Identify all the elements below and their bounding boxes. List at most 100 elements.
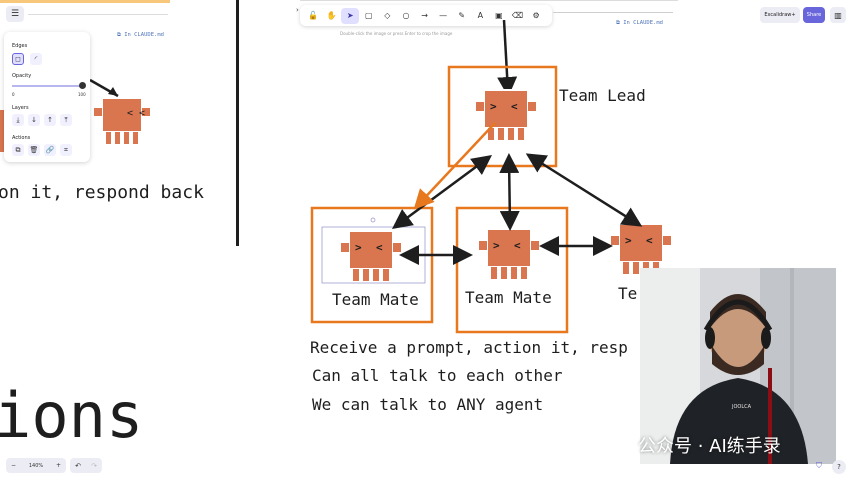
undo-redo-controls: ↶ ↷ bbox=[70, 458, 102, 473]
arrow-tool[interactable]: → bbox=[416, 8, 434, 24]
properties-panel: Edges ◻ ◜ Opacity 0 100 Layers ⤓ ↓ ↑ ⤒ A… bbox=[4, 32, 90, 162]
team-diagram: > < bbox=[310, 20, 672, 334]
line-icon: — bbox=[439, 11, 448, 20]
main-menu-button[interactable]: ☰ bbox=[6, 6, 24, 22]
left-divider bbox=[28, 14, 168, 15]
left-agent-icon: < < bbox=[94, 97, 150, 144]
send-backward-button[interactable]: ↓ bbox=[28, 114, 40, 126]
rectangle-tool[interactable]: ▢ bbox=[360, 8, 378, 24]
arrow-up-icon: ↑ bbox=[47, 116, 53, 124]
text-tool[interactable]: A bbox=[471, 8, 489, 24]
rectangle-icon: ▢ bbox=[365, 11, 373, 20]
crop-icon: ⌗ bbox=[64, 145, 68, 154]
bring-to-front-button[interactable]: ⤒ bbox=[60, 114, 72, 126]
team-mate-1-label: Team Mate bbox=[332, 290, 419, 309]
shield-icon[interactable]: ⛉ bbox=[816, 461, 822, 470]
line-tool[interactable]: — bbox=[434, 8, 452, 24]
lock-tool[interactable]: 🔓 bbox=[304, 8, 322, 24]
team-mate-1-box bbox=[310, 206, 434, 324]
extra-tools-icon: ⚙ bbox=[532, 11, 540, 20]
left-big-text: ions bbox=[0, 379, 144, 452]
left-partial-text: on it, respond back bbox=[0, 182, 204, 203]
webcam-presenter: JOOLCA bbox=[640, 268, 836, 464]
bring-to-front-icon: ⤒ bbox=[64, 115, 68, 124]
zoom-level[interactable]: 140% bbox=[28, 462, 44, 469]
crop-button[interactable]: ⌗ bbox=[60, 144, 72, 156]
opacity-slider-track[interactable] bbox=[12, 85, 84, 87]
vertical-divider-line bbox=[236, 0, 239, 246]
shape-toolbar: 🔓 ✋ ➤ ▢ ◇ ○ → — ✎ A ▣⌫ ⚙ bbox=[300, 5, 552, 26]
svg-text:< <: < < bbox=[127, 108, 145, 119]
delete-button[interactable]: 🗑 bbox=[28, 144, 40, 156]
team-mate-2-label: Team Mate bbox=[465, 288, 552, 307]
image-tool[interactable]: ▣ bbox=[490, 8, 508, 24]
watermark-text: 公众号 · AI练手录 bbox=[638, 436, 781, 457]
team-lead-label: Team Lead bbox=[559, 86, 646, 105]
lead-mate1-arrow bbox=[391, 155, 493, 229]
opacity-label: Opacity bbox=[12, 73, 32, 79]
diagram-line-1: Receive a prompt, action it, resp bbox=[310, 338, 628, 357]
text-icon: A bbox=[477, 11, 484, 20]
selection-icon: ➤ bbox=[346, 11, 354, 20]
claude-md-tag-right[interactable]: ⧉ In CLAUDE.md bbox=[616, 20, 663, 26]
ellipse-tool[interactable]: ○ bbox=[397, 8, 415, 24]
send-to-back-button[interactable]: ⤓ bbox=[12, 114, 24, 126]
send-to-back-icon: ⤓ bbox=[16, 115, 20, 124]
trash-icon: 🗑 bbox=[29, 146, 39, 154]
actions-label: Actions bbox=[12, 135, 31, 141]
hand-icon: ✋ bbox=[326, 11, 337, 20]
undo-icon[interactable]: ↶ bbox=[75, 461, 81, 470]
pencil-icon: ✎ bbox=[458, 11, 466, 20]
help-button[interactable]: ? bbox=[832, 460, 846, 474]
zoom-out-button[interactable]: − bbox=[11, 462, 17, 469]
hand-tool[interactable]: ✋ bbox=[323, 8, 341, 24]
eraser-tool[interactable]: ⌫ bbox=[509, 8, 527, 24]
claude-md-tag-left[interactable]: ⧉ In CLAUDE.md bbox=[117, 32, 164, 38]
right-guide-line bbox=[553, 12, 673, 13]
lead-mate2-arrow bbox=[499, 153, 520, 231]
edges-sharp-button[interactable]: ◻ bbox=[12, 53, 24, 65]
eraser-icon: ⌫ bbox=[511, 11, 524, 20]
opacity-max-label: 100 bbox=[78, 92, 86, 97]
lead-mate3-arrow bbox=[525, 153, 643, 227]
extra-tools-tool[interactable]: ⚙ bbox=[527, 8, 545, 24]
collapse-chevron-icon[interactable]: › bbox=[296, 6, 299, 14]
duplicate-button[interactable]: ⧉ bbox=[12, 144, 24, 156]
help-icon: ? bbox=[837, 463, 841, 471]
zoom-in-button[interactable]: + bbox=[55, 462, 61, 469]
edges-label: Edges bbox=[12, 43, 28, 49]
layers-label: Layers bbox=[12, 105, 29, 111]
team-mate-1-agent bbox=[340, 230, 402, 282]
share-button[interactable]: Share bbox=[803, 7, 825, 23]
hamburger-icon: ☰ bbox=[10, 9, 20, 19]
shirt-text: JOOLCA bbox=[731, 404, 752, 410]
left-top-highlight bbox=[0, 0, 170, 3]
pencil-tool[interactable]: ✎ bbox=[453, 8, 471, 24]
redo-icon[interactable]: ↷ bbox=[91, 461, 97, 470]
sidebar-toggle-button[interactable]: ▥ bbox=[830, 7, 846, 23]
zoom-controls: − 140% + bbox=[6, 458, 66, 473]
right-top-line bbox=[300, 0, 678, 1]
watermark: 公众号 · AI练手录 bbox=[612, 432, 781, 458]
team-mate-2-agent bbox=[478, 228, 540, 280]
edges-round-button[interactable]: ◜ bbox=[30, 53, 42, 65]
bring-forward-button[interactable]: ↑ bbox=[44, 114, 56, 126]
team-mate-3-label: Te bbox=[618, 284, 638, 303]
selection-tool[interactable]: ➤ bbox=[341, 7, 360, 24]
diagram-line-3: We can talk to ANY agent bbox=[312, 395, 544, 414]
sharp-corner-icon: ◻ bbox=[15, 55, 21, 63]
left-arrowhead bbox=[108, 87, 118, 96]
link-icon: 🔗 bbox=[45, 146, 55, 154]
orange-arrow bbox=[413, 122, 496, 210]
diamond-icon: ◇ bbox=[384, 11, 391, 20]
link-button[interactable]: 🔗 bbox=[44, 144, 56, 156]
wechat-logo-icon bbox=[612, 437, 632, 453]
diagram-line-2: Can all talk to each other bbox=[312, 366, 563, 385]
crop-hint-text: Double-click the image or press Enter to… bbox=[340, 31, 453, 36]
duplicate-icon: ⧉ bbox=[15, 145, 21, 154]
sidebar-icon: ▥ bbox=[834, 10, 842, 20]
ellipse-icon: ○ bbox=[402, 11, 410, 20]
opacity-slider-thumb[interactable] bbox=[79, 82, 86, 89]
excalidraw-plus-button[interactable]: Excalidraw+ bbox=[760, 7, 800, 23]
diamond-tool[interactable]: ◇ bbox=[378, 8, 396, 24]
